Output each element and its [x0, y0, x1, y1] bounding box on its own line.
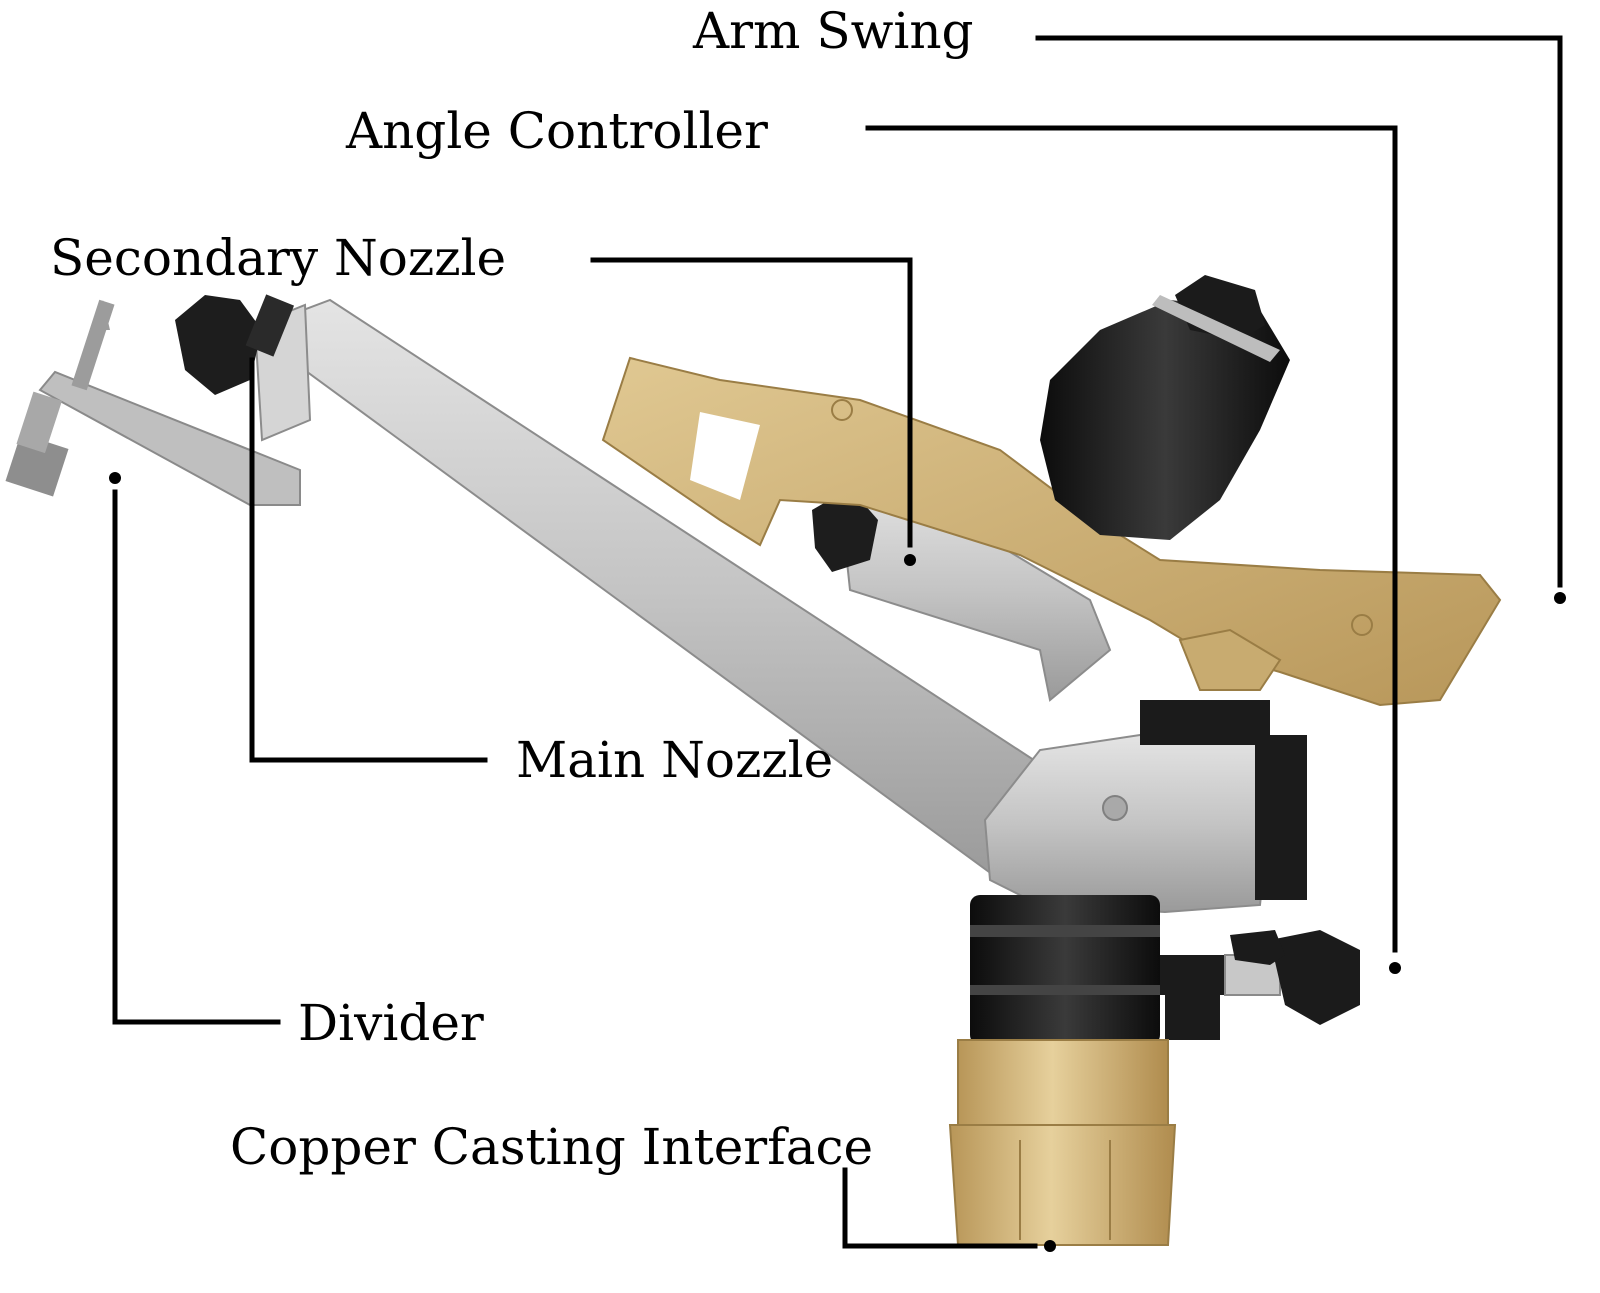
side-adjust-screw [1160, 930, 1360, 1040]
leader-tip-copper-casting-interface [1044, 1240, 1056, 1252]
angle-controller-weight [1040, 275, 1290, 540]
label-angle-controller: Angle Controller [346, 102, 768, 160]
label-arm-swing: Arm Swing [693, 2, 974, 60]
leader-line-arm-swing [1035, 35, 1563, 588]
sprinkler-body [983, 700, 1307, 914]
brass-inlet [948, 1039, 1177, 1246]
leader-line-divider [112, 489, 281, 1025]
leader-line-copper-casting-interface [842, 1167, 1038, 1249]
leader-line-angle-controller [865, 125, 1398, 953]
main-nozzle-cap [175, 294, 295, 395]
leader-tip-arm-swing [1554, 592, 1566, 604]
bearing-collar [970, 895, 1160, 1045]
label-main-nozzle: Main Nozzle [516, 731, 834, 789]
leader-line-main-nozzle [249, 357, 488, 763]
label-secondary-nozzle: Secondary Nozzle [50, 229, 507, 287]
label-copper-casting-interface: Copper Casting Interface [230, 1118, 874, 1176]
leader-tip-angle-controller [1389, 962, 1401, 974]
brass-swing-arm [601, 356, 1502, 707]
leader-tip-secondary-nozzle [904, 554, 916, 566]
label-divider: Divider [298, 994, 484, 1052]
leader-line-secondary-nozzle [590, 257, 913, 548]
leader-tip-divider [109, 472, 121, 484]
divider-rod [5, 299, 301, 506]
